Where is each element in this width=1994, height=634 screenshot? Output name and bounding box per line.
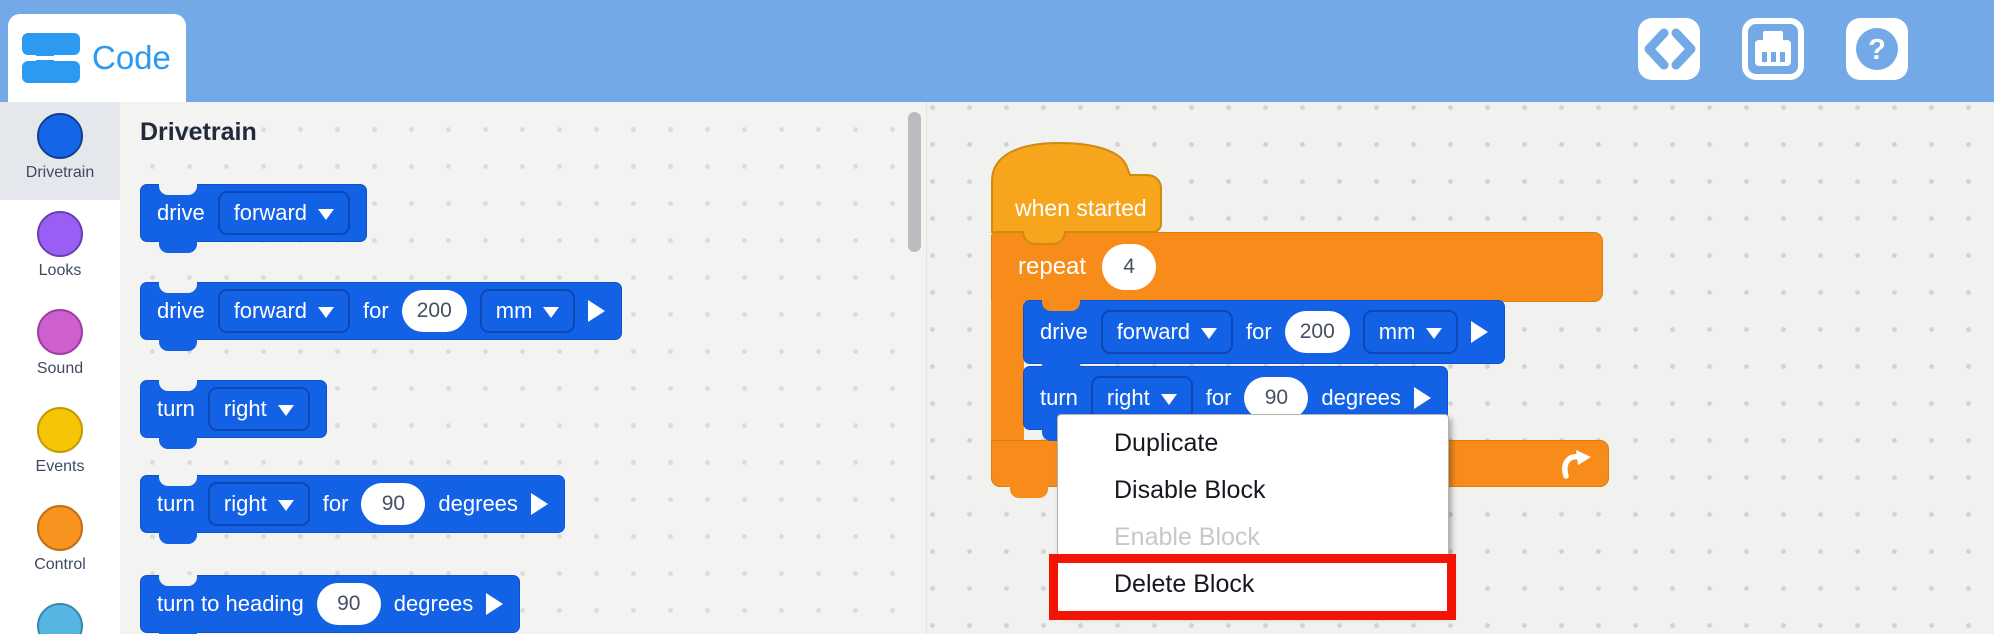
palette-scrollbar-handle[interactable] xyxy=(908,112,921,252)
workspace-canvas[interactable]: when started repeat 4 drive forward for 200… xyxy=(926,102,1994,634)
context-menu-item-delete-block[interactable]: Delete Block xyxy=(1058,561,1448,608)
sidebar-item-label: Drivetrain xyxy=(25,164,95,181)
block-label: drive xyxy=(157,298,205,323)
block-label: for xyxy=(322,491,349,516)
chevron-down-icon xyxy=(277,404,294,424)
chevron-down-icon xyxy=(1201,327,1218,347)
help-icon: ? xyxy=(1856,28,1898,70)
block-label: turn to heading xyxy=(157,591,304,616)
sidebar-item-sensing[interactable] xyxy=(0,592,120,634)
canvas-block-drive-for[interactable]: drive forward for 200 mm xyxy=(1023,300,1506,375)
loop-arrow-icon xyxy=(1562,450,1591,479)
control-category-icon xyxy=(37,505,83,551)
dropdown-value: forward xyxy=(233,298,308,323)
number-input[interactable]: 90 xyxy=(316,583,381,625)
block-label: drive xyxy=(157,200,205,225)
dropdown-field[interactable]: forward xyxy=(1100,310,1234,354)
toolbox-button[interactable] xyxy=(1742,18,1804,80)
dropdown-value: right xyxy=(1106,385,1150,410)
dropdown-value: mm xyxy=(1378,319,1416,344)
block-label: for xyxy=(1246,319,1272,344)
palette-block-drive[interactable]: drive forward xyxy=(140,184,368,253)
dropdown-value: right xyxy=(223,491,267,516)
palette-block-turn[interactable]: turn right xyxy=(140,380,327,449)
block-label: degrees xyxy=(438,491,518,516)
blocks-logo-icon xyxy=(22,33,80,83)
number-input[interactable]: 200 xyxy=(1284,311,1350,353)
play-icon[interactable] xyxy=(1471,321,1489,343)
drivetrain-category-icon xyxy=(37,113,83,159)
number-input[interactable]: 200 xyxy=(401,290,467,332)
dropdown-value: right xyxy=(223,396,267,421)
events-category-icon xyxy=(37,407,83,453)
play-icon[interactable] xyxy=(530,493,548,515)
toolbox-icon xyxy=(1755,31,1791,66)
number-input[interactable]: 90 xyxy=(361,483,426,525)
dropdown-value: mm xyxy=(495,298,533,323)
dropdown-value: forward xyxy=(1116,319,1191,344)
tab-code-label: Code xyxy=(92,39,171,76)
sidebar-item-label: Control xyxy=(34,556,86,573)
when-started-block[interactable]: when started xyxy=(989,139,1165,247)
sound-category-icon xyxy=(37,309,83,355)
block-label: for xyxy=(1205,385,1232,410)
number-input[interactable]: 90 xyxy=(1244,377,1309,419)
code-view-toggle-button[interactable] xyxy=(1638,18,1700,80)
block-label: for xyxy=(363,298,389,323)
chevron-down-icon xyxy=(543,306,560,326)
sidebar-item-label: Sound xyxy=(36,360,84,377)
code-brackets-icon xyxy=(1644,28,1696,70)
block-label: drive xyxy=(1040,319,1088,344)
palette-block-drive-for[interactable]: drive forward for 200 mm xyxy=(140,282,623,351)
dropdown-field[interactable]: forward xyxy=(217,289,351,333)
chevron-down-icon xyxy=(277,499,294,519)
block-label: turn xyxy=(157,396,195,421)
sensing-category-icon xyxy=(37,603,83,634)
help-button[interactable]: ? xyxy=(1846,18,1908,80)
sidebar-item-sound[interactable]: Sound xyxy=(0,298,120,396)
dropdown-field[interactable]: right xyxy=(207,482,310,526)
chevron-down-icon xyxy=(318,208,335,228)
palette-block-turn-to-heading[interactable]: turn to heading 90 degrees xyxy=(140,575,521,634)
sidebar-item-events[interactable]: Events xyxy=(0,396,120,494)
block-label: degrees xyxy=(1321,385,1401,410)
chevron-down-icon xyxy=(1160,393,1177,413)
sidebar-item-label: Events xyxy=(35,458,85,475)
top-bar: Code ? xyxy=(0,0,1994,102)
palette-block-turn-for[interactable]: turn right for 90 degrees xyxy=(140,475,565,544)
hat-label: when started xyxy=(1015,195,1147,221)
play-icon[interactable] xyxy=(1413,387,1431,409)
svg-text:?: ? xyxy=(1868,34,1886,66)
dropdown-value: forward xyxy=(233,200,308,225)
sidebar-item-looks[interactable]: Looks xyxy=(0,200,120,298)
context-menu-item-disable-block[interactable]: Disable Block xyxy=(1058,467,1448,514)
topbar-actions: ? xyxy=(1638,18,1908,80)
hat-shape xyxy=(991,141,1162,245)
repeat-block-spine[interactable] xyxy=(991,300,1024,442)
block-label: degrees xyxy=(393,591,474,616)
dropdown-field[interactable]: mm xyxy=(479,289,576,333)
sidebar-item-control[interactable]: Control xyxy=(0,494,120,592)
block-label: turn xyxy=(157,491,195,516)
repeat-label: repeat xyxy=(1018,253,1087,280)
looks-category-icon xyxy=(37,211,83,257)
dropdown-field[interactable]: forward xyxy=(217,191,351,235)
sidebar-item-label: Looks xyxy=(38,262,82,279)
chevron-down-icon xyxy=(318,306,335,326)
tab-code[interactable]: Code xyxy=(8,14,186,102)
dropdown-field[interactable]: mm xyxy=(1362,310,1459,354)
play-icon[interactable] xyxy=(588,300,606,322)
block-palette: Drivetrain drive forward drive forward for 2… xyxy=(120,102,926,634)
context-menu-item-enable-block: Enable Block xyxy=(1058,514,1448,561)
sidebar-item-drivetrain[interactable]: Drivetrain xyxy=(0,102,120,200)
play-icon[interactable] xyxy=(486,593,504,615)
chevron-down-icon xyxy=(1426,327,1443,347)
dropdown-field[interactable]: right xyxy=(207,387,310,431)
context-menu-item-duplicate[interactable]: Duplicate xyxy=(1058,420,1448,467)
block-label: turn xyxy=(1040,385,1078,410)
repeat-count-input[interactable]: 4 xyxy=(1102,244,1157,290)
palette-header: Drivetrain xyxy=(140,118,257,146)
